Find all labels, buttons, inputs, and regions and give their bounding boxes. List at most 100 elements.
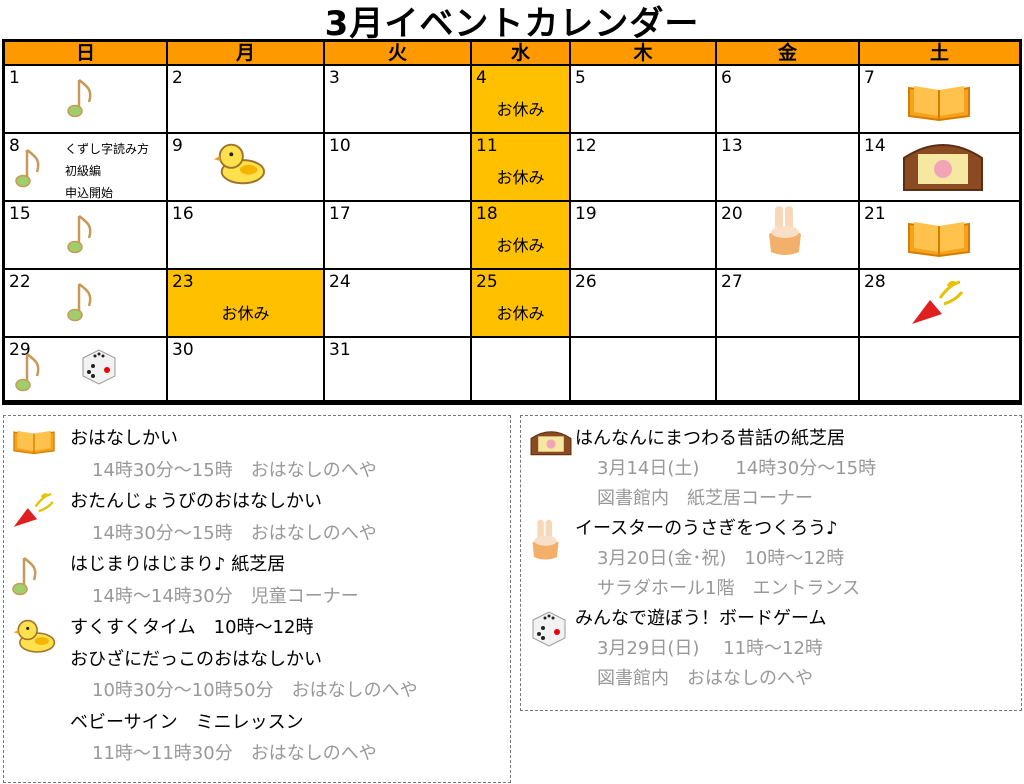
day-number: 12 — [575, 136, 597, 156]
day-number: 15 — [9, 204, 31, 224]
party-popper-icon — [910, 278, 966, 333]
calendar-day-cell[interactable]: 20 — [717, 202, 860, 270]
day-number: 26 — [575, 272, 597, 292]
calendar-day-cell[interactable] — [472, 338, 571, 402]
calendar-day-cell[interactable] — [860, 338, 1019, 402]
weekday-header: 金 — [717, 42, 860, 66]
page-title: 3月イベントカレンダー — [324, 4, 700, 44]
day-number: 21 — [864, 204, 886, 224]
weekday-header: 火 — [325, 42, 472, 66]
calendar-day-cell[interactable] — [717, 338, 860, 402]
chick-icon — [12, 617, 56, 658]
legend-event-detail: 3月14日(土) 14時30分～15時 — [597, 458, 877, 479]
legend-event-detail: 3月29日(日) 11時～12時 — [597, 638, 823, 659]
legend-event-detail: 14時～14時30分 児童コーナー — [92, 585, 359, 607]
calendar-day-cell[interactable]: 5 — [571, 66, 717, 134]
event-note-line: くずし字読み方 — [65, 142, 150, 156]
event-note: くずし字読み方初級編申込開始 — [65, 138, 149, 204]
calendar-day-cell[interactable]: 12 — [571, 134, 717, 202]
weekday-header: 木 — [571, 42, 717, 66]
legend-event-title: おはなしかい — [70, 428, 178, 449]
day-number: 31 — [329, 340, 351, 360]
calendar-day-cell[interactable]: 7 — [860, 66, 1019, 134]
calendar-day-cell[interactable]: 13 — [717, 134, 860, 202]
day-number: 14 — [864, 136, 886, 156]
day-number: 19 — [575, 204, 597, 224]
day-number: 4 — [476, 68, 487, 88]
weekday-header: 土 — [860, 42, 1019, 66]
day-number: 16 — [172, 204, 194, 224]
bunny-icon — [529, 518, 562, 566]
calendar-day-cell[interactable]: 26 — [571, 270, 717, 338]
calendar-day-cell[interactable]: 21 — [860, 202, 1019, 270]
legend-event-title: はじまりはじまり♪ 紙芝居 — [70, 554, 286, 575]
calendar-day-cell[interactable]: 19 — [571, 202, 717, 270]
calendar-day-cell[interactable]: 24 — [325, 270, 472, 338]
calendar-day-cell[interactable]: 28 — [860, 270, 1019, 338]
day-number: 30 — [172, 340, 194, 360]
legend-event-detail: 図書館内 紙芝居コーナー — [597, 488, 813, 509]
legend-event-detail: 3月20日(金･祝) 10時～12時 — [597, 548, 845, 569]
day-number: 28 — [864, 272, 886, 292]
closed-label: お休み — [221, 304, 270, 323]
day-number: 17 — [329, 204, 351, 224]
event-note-line: 初級編 — [65, 164, 102, 178]
closed-label: お休み — [496, 304, 545, 323]
day-number: 25 — [476, 272, 498, 292]
legend-right: はんなんにまつわる昔話の紙芝居 3月14日(土) 14時30分～15時図書館内 紙… — [520, 415, 1022, 711]
kamishibai-icon — [529, 428, 573, 460]
calendar-day-cell[interactable]: 1 — [5, 66, 168, 134]
legend-event-detail: 14時30分～15時 おはなしのへや — [92, 522, 377, 544]
calendar-day-cell[interactable]: 6 — [717, 66, 860, 134]
closed-label: お休み — [496, 100, 545, 119]
day-number: 23 — [172, 272, 194, 292]
music-note-icon — [12, 554, 42, 602]
bunny-icon — [765, 204, 805, 263]
calendar-day-cell[interactable]: 29 — [5, 338, 168, 402]
calendar-day-cell[interactable]: 31 — [325, 338, 472, 402]
day-number: 24 — [329, 272, 351, 292]
calendar-day-cell[interactable]: 3 — [325, 66, 472, 134]
day-number: 10 — [329, 136, 351, 156]
chick-icon — [212, 140, 266, 191]
legend-event-title: はんなんにまつわる昔話の紙芝居 — [575, 428, 845, 449]
weekday-header: 月 — [168, 42, 325, 66]
day-number: 8 — [9, 136, 20, 156]
day-number: 20 — [721, 204, 743, 224]
music-note-icon — [67, 76, 97, 125]
weekday-header: 水 — [472, 42, 571, 66]
day-number: 13 — [721, 136, 743, 156]
calendar-day-cell[interactable]: 14 — [860, 134, 1019, 202]
calendar-day-cell[interactable]: 15 — [5, 202, 168, 270]
book-icon — [12, 428, 56, 459]
calendar-day-cell[interactable]: 16 — [168, 202, 325, 270]
day-number: 29 — [9, 340, 31, 360]
calendar-day-cell[interactable]: 2 — [168, 66, 325, 134]
legend-event-title: みんなで遊ぼう！ボードゲーム — [575, 608, 827, 629]
kamishibai-icon — [900, 138, 986, 197]
legend-event-detail: 10時30分～10時50分 おはなしのへや — [92, 680, 418, 701]
calendar-day-cell[interactable]: 4 お休み — [472, 66, 571, 134]
calendar-day-cell[interactable]: 9 — [168, 134, 325, 202]
calendar-day-cell[interactable] — [571, 338, 717, 402]
calendar-day-cell[interactable]: 25 お休み — [472, 270, 571, 338]
legend-event-title: ベビーサイン ミニレッスン — [70, 711, 304, 733]
day-number: 11 — [476, 136, 498, 156]
day-number: 1 — [9, 68, 20, 88]
calendar-day-cell[interactable]: 30 — [168, 338, 325, 402]
weekday-header: 日 — [5, 42, 168, 66]
calendar-day-cell[interactable]: 8 くずし字読み方初級編申込開始 — [5, 134, 168, 202]
legend-left: おはなしかい 14時30分～15時 おはなしのへや おたんじょうびのおはなしかい 14… — [3, 415, 511, 783]
calendar-day-cell[interactable]: 22 — [5, 270, 168, 338]
dice-icon — [529, 608, 569, 652]
legend-event-detail: 図書館内 おはなしのへや — [597, 668, 813, 689]
legend-event-title: おたんじょうびのおはなしかい — [70, 491, 322, 512]
calendar-day-cell[interactable]: 27 — [717, 270, 860, 338]
legend-event-title: すくすくタイム 10時～12時 — [70, 617, 314, 638]
calendar-day-cell[interactable]: 10 — [325, 134, 472, 202]
calendar-day-cell[interactable]: 17 — [325, 202, 472, 270]
calendar-day-cell[interactable]: 23 お休み — [168, 270, 325, 338]
